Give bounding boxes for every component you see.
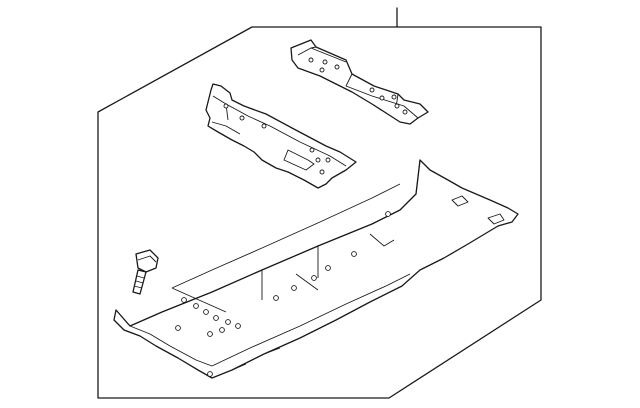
panel-hole <box>291 285 297 291</box>
mounting-bolt <box>132 249 159 295</box>
bolt-hole <box>309 147 315 153</box>
floor-pan-panel <box>113 159 519 379</box>
bolt-hole <box>239 115 245 121</box>
rear-crossmember-bracket <box>290 39 429 125</box>
bolt-hole <box>315 157 321 163</box>
bolt-hole <box>379 95 385 101</box>
front-crossmember-bracket <box>205 83 357 189</box>
bolt-hole <box>308 57 314 63</box>
panel-hole <box>213 315 219 321</box>
panel-hole <box>181 297 187 303</box>
bolt-hole <box>394 103 400 109</box>
bolt-hole <box>391 94 397 100</box>
bolt-hole <box>369 87 375 93</box>
panel-hole <box>235 323 241 329</box>
bolt-hole <box>319 67 325 73</box>
panel-hole <box>273 295 279 301</box>
bolt-hole <box>319 169 325 175</box>
panel-hole <box>175 325 181 331</box>
bolt-hole <box>261 123 267 129</box>
panel-hole <box>385 211 391 217</box>
assembly-frame <box>97 26 542 399</box>
bolt-hole <box>402 109 408 115</box>
panel-hole <box>225 319 231 325</box>
panel-hole <box>193 303 199 309</box>
panel-hole <box>351 251 357 257</box>
panel-hole <box>207 331 213 337</box>
bolt-hole <box>334 64 340 70</box>
panel-hole <box>219 327 225 333</box>
panel-hole <box>207 371 213 377</box>
bolt-hole <box>325 157 331 163</box>
panel-hole <box>203 309 209 315</box>
bolt-hole <box>223 103 229 109</box>
panel-hole <box>311 275 317 281</box>
bolt-hole <box>322 59 328 65</box>
panel-hole <box>325 265 331 271</box>
